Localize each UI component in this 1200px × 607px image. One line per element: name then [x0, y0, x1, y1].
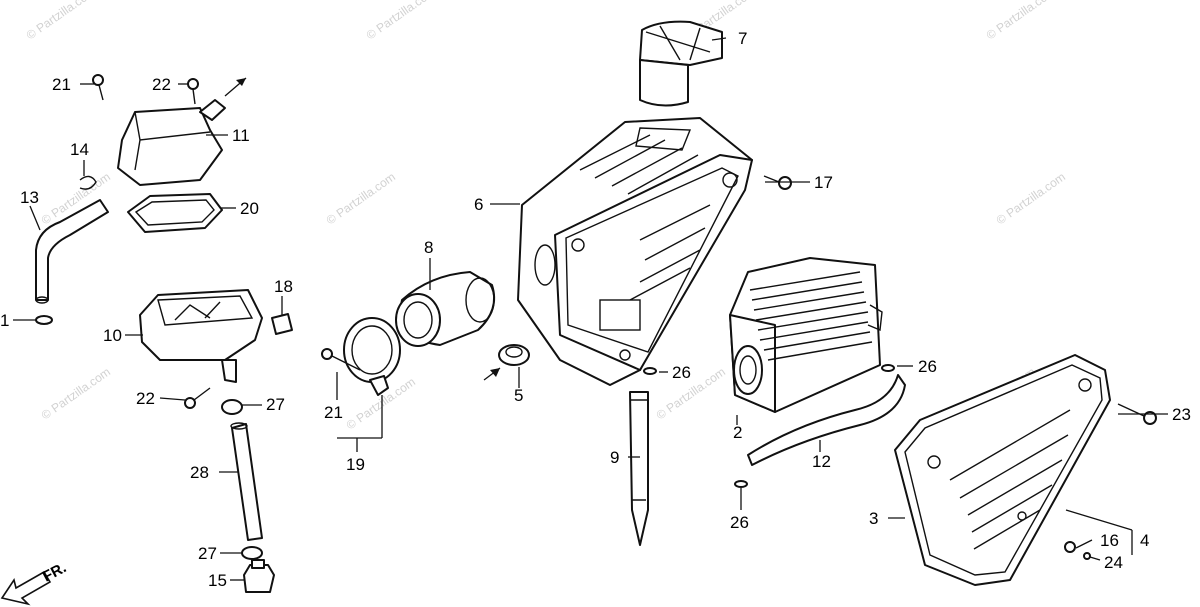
part-13-hose [35, 199, 109, 304]
part-1-clip [35, 315, 53, 325]
callout-4: 4 [1140, 531, 1149, 550]
callout-13: 13 [20, 188, 39, 207]
front-direction-indicator: FR. [0, 559, 69, 606]
part-2-filter-element [729, 257, 883, 413]
part-19-band [343, 317, 401, 396]
part-18-clip-nut [271, 313, 293, 335]
callout-12: 12 [812, 452, 831, 471]
watermark: © Partzilla.com [364, 0, 438, 42]
callout-5: 5 [514, 386, 523, 405]
watermark: © Partzilla.com [324, 170, 398, 228]
callout-3: 3 [869, 509, 878, 528]
callout-24: 24 [1104, 553, 1123, 572]
callout-1: 1 [0, 311, 9, 330]
callout-16: 16 [1100, 531, 1119, 550]
callout-9: 9 [610, 448, 619, 467]
watermark: © Partzilla.com [39, 365, 113, 423]
callout-15: 15 [208, 571, 227, 590]
callouts: 21 22 7 11 14 13 20 6 17 8 18 1 10 22 27… [0, 29, 1191, 590]
airflow-arrow-icon [224, 77, 247, 97]
part-22-bolt [184, 387, 211, 409]
callout-7: 7 [738, 29, 747, 48]
part-28-hose [230, 422, 263, 541]
part-24-washer [1083, 552, 1091, 560]
airflow-arrow-icon [483, 367, 501, 381]
callout-23: 23 [1172, 405, 1191, 424]
callout-10: 10 [103, 326, 122, 345]
part-25-screw [92, 74, 104, 101]
part-11-cover [117, 99, 226, 186]
callout-18: 18 [274, 277, 293, 296]
front-arrow-icon [0, 570, 52, 606]
part-21-screw [321, 348, 361, 371]
part-25-screw-right [187, 78, 199, 105]
part-3-side-cover [894, 354, 1111, 586]
callout-19: 19 [346, 455, 365, 474]
part-17-bolt [763, 175, 792, 190]
callout-6: 6 [474, 195, 483, 214]
callout-27: 27 [198, 544, 217, 563]
part-23-bolt [1117, 403, 1157, 425]
part-10-valve-body [139, 289, 263, 383]
part-12-hose [747, 374, 906, 466]
callout-26: 26 [730, 513, 749, 532]
callout-25: 22 [152, 75, 171, 94]
callout-8: 8 [424, 238, 433, 257]
part-15-cap [243, 559, 275, 593]
callout-2: 2 [733, 423, 742, 442]
callout-25: 21 [52, 75, 71, 94]
callout-11: 11 [232, 126, 250, 145]
part-26-clip-a [643, 367, 657, 375]
part-6-air-cleaner-case [517, 117, 753, 386]
watermark: © Partzilla.com [984, 0, 1058, 42]
part-16-screw [1064, 541, 1076, 553]
callout-28: 28 [190, 463, 209, 482]
part-20-gasket [127, 193, 223, 233]
watermark: © Partzilla.com [994, 170, 1068, 228]
leader-lines [13, 37, 1168, 581]
part-26-clip-b [881, 364, 895, 372]
part-14-clip [79, 175, 97, 190]
callout-27: 27 [266, 395, 285, 414]
part-7-intake-duct [639, 20, 723, 107]
part-27-clip-lower [241, 546, 263, 560]
callout-26: 26 [918, 357, 937, 376]
part-9-drain-tube [629, 391, 649, 546]
part-27-clip [221, 399, 243, 415]
callout-14: 14 [70, 140, 89, 159]
callout-26: 26 [672, 363, 691, 382]
part-8-connecting-tube [395, 271, 496, 347]
callout-22: 22 [136, 389, 155, 408]
part-26-clip-c [734, 480, 748, 488]
part-5-grommet [498, 344, 530, 366]
callout-20: 20 [240, 199, 259, 218]
callout-17: 17 [814, 173, 833, 192]
watermark: © Partzilla.com [24, 0, 98, 42]
callout-21: 21 [324, 403, 343, 422]
